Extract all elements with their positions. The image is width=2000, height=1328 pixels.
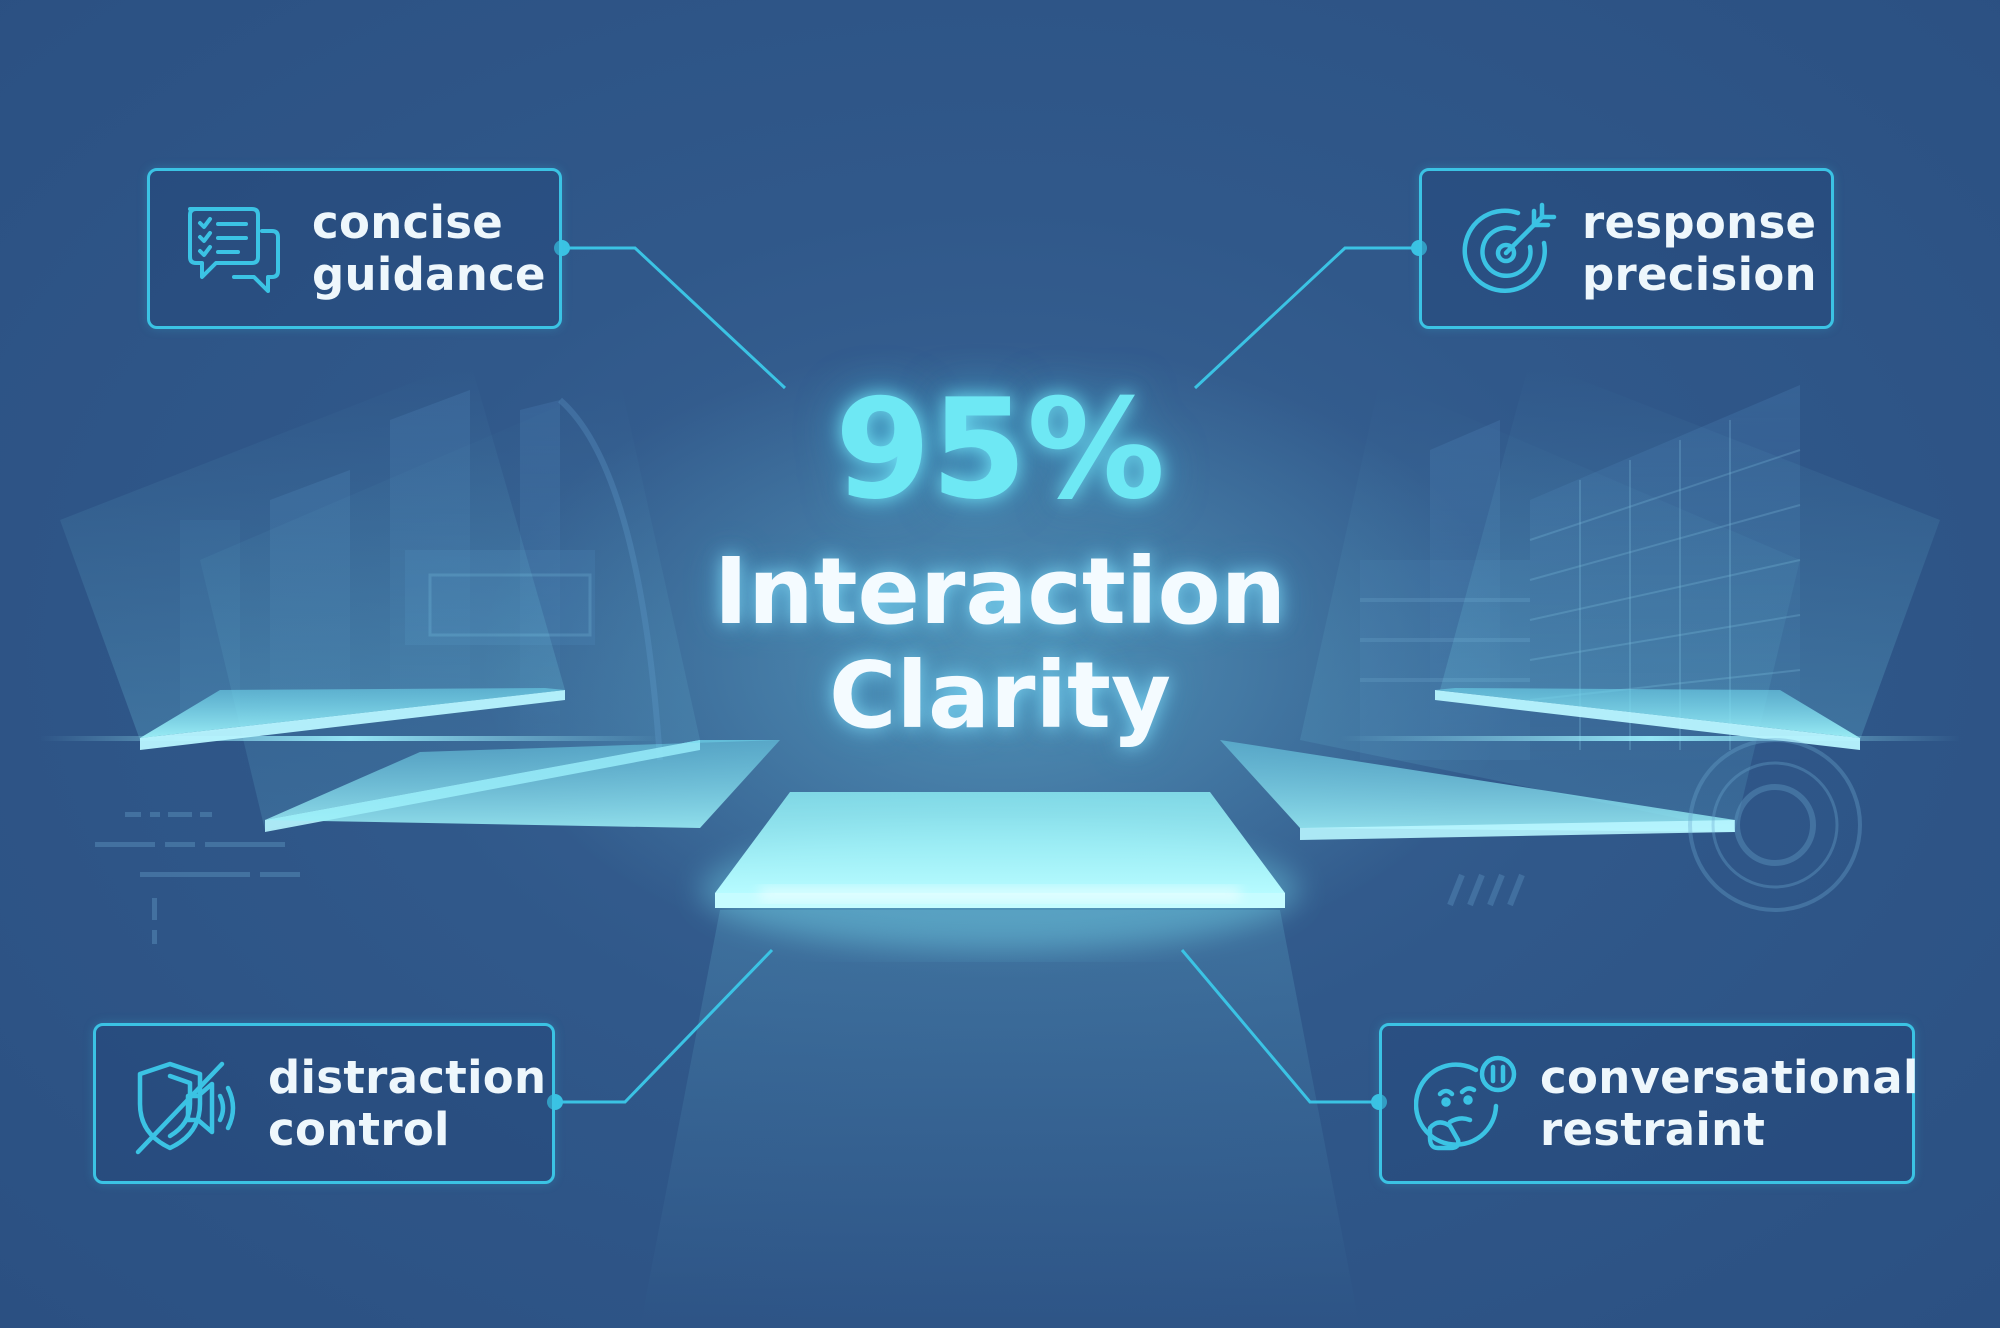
feature-label-line1: distraction [268,1051,547,1104]
feature-label: concise guidance [312,197,546,301]
headline-value: 95% [834,369,1166,530]
chat-checklist-icon [188,207,280,293]
feature-card-conversational-restraint: conversational restraint [1379,1023,1918,1184]
feature-card-distraction-control: distraction control [93,1023,555,1184]
feature-label-line2: guidance [312,248,546,301]
feature-label-line2: restraint [1540,1103,1766,1156]
feature-label: response precision [1582,197,1817,301]
feature-label-line1: response [1582,196,1817,249]
headline-label-line2: Clarity [829,642,1171,749]
feature-label-line2: control [268,1103,450,1156]
feature-label-line1: conversational [1540,1051,1919,1104]
feature-label: distraction control [268,1052,546,1156]
headline-label-line1: Interaction [713,538,1287,645]
feature-label: conversational restraint [1540,1052,1919,1156]
feature-card-response-precision: response precision [1419,168,1834,329]
feature-label-line1: concise [312,196,504,249]
target-arrow-icon [1462,202,1557,293]
muted-shield-icon [135,1061,236,1155]
feature-label-line2: precision [1582,248,1817,301]
thinking-face-pause-icon [1414,1055,1517,1151]
feature-card-concise-guidance: concise guidance [147,168,562,329]
